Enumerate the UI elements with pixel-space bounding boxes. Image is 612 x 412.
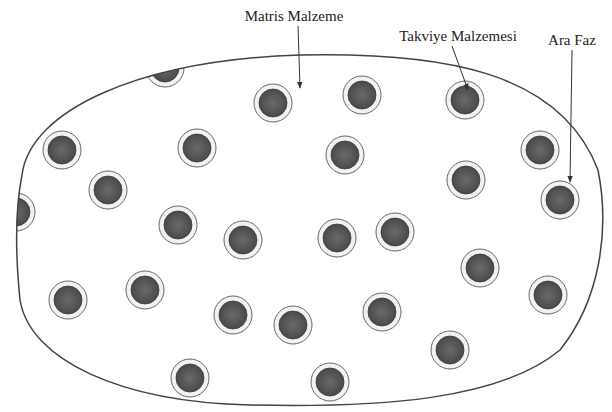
interphase-ring	[446, 81, 484, 119]
leader-line	[298, 26, 300, 88]
reinforcement-particle	[331, 141, 359, 169]
reinforcement-particle	[54, 286, 82, 314]
reinforcement-particles	[0, 49, 579, 401]
reinforcement-particle	[381, 218, 409, 246]
reinforcement-particle	[2, 198, 30, 226]
reinforcement-particle	[452, 166, 480, 194]
interphase-ring	[43, 131, 81, 169]
leader-line	[452, 46, 468, 90]
reinforcement-particle	[48, 136, 76, 164]
interphase-ring	[376, 213, 414, 251]
part-label: Takviye Malzemesi	[399, 28, 517, 45]
reinforcement-particle	[466, 254, 494, 282]
reinforcement-particle	[546, 186, 574, 214]
interphase-ring	[214, 296, 252, 334]
reinforcement-particle	[151, 54, 179, 82]
reinforcement-particle	[229, 226, 257, 254]
interphase-ring	[343, 76, 381, 114]
reinforcement-particle	[164, 211, 192, 239]
interphase-ring	[447, 161, 485, 199]
interphase-ring	[274, 306, 312, 344]
reinforcement-particle	[131, 276, 159, 304]
reinforcement-particle	[219, 301, 247, 329]
interphase-ring	[126, 271, 164, 309]
reinforcement-particle	[94, 176, 122, 204]
matrix-outline	[16, 55, 602, 406]
interphase-ring	[178, 129, 216, 167]
reinforcement-particle	[451, 86, 479, 114]
interphase-ring	[224, 221, 262, 259]
part-label: Ara Faz	[548, 32, 596, 49]
interphase-ring	[541, 181, 579, 219]
interphase-ring	[363, 293, 401, 331]
interphase-ring	[254, 84, 292, 122]
interphase-ring	[326, 136, 364, 174]
reinforcement-particle	[176, 364, 204, 392]
interphase-ring	[49, 281, 87, 319]
reinforcement-particle	[436, 336, 464, 364]
interphase-ring	[146, 49, 184, 87]
interphase-ring	[529, 276, 567, 314]
leader-line	[570, 50, 572, 182]
interphase-ring	[89, 171, 127, 209]
interphase-ring	[171, 359, 209, 397]
interphase-ring	[318, 219, 356, 257]
interphase-ring	[159, 206, 197, 244]
reinforcement-particle	[348, 81, 376, 109]
interphase-ring	[311, 363, 349, 401]
reinforcement-particle	[183, 134, 211, 162]
part-label: Matris Malzeme	[245, 8, 344, 25]
reinforcement-particle	[323, 224, 351, 252]
reinforcement-particle	[368, 298, 396, 326]
interphase-ring	[521, 131, 559, 169]
interphase-ring	[431, 331, 469, 369]
reinforcement-particle	[279, 311, 307, 339]
interphase-ring	[461, 249, 499, 287]
reinforcement-particle	[526, 136, 554, 164]
reinforcement-particle	[534, 281, 562, 309]
reinforcement-particle	[316, 368, 344, 396]
reinforcement-particle	[259, 89, 287, 117]
